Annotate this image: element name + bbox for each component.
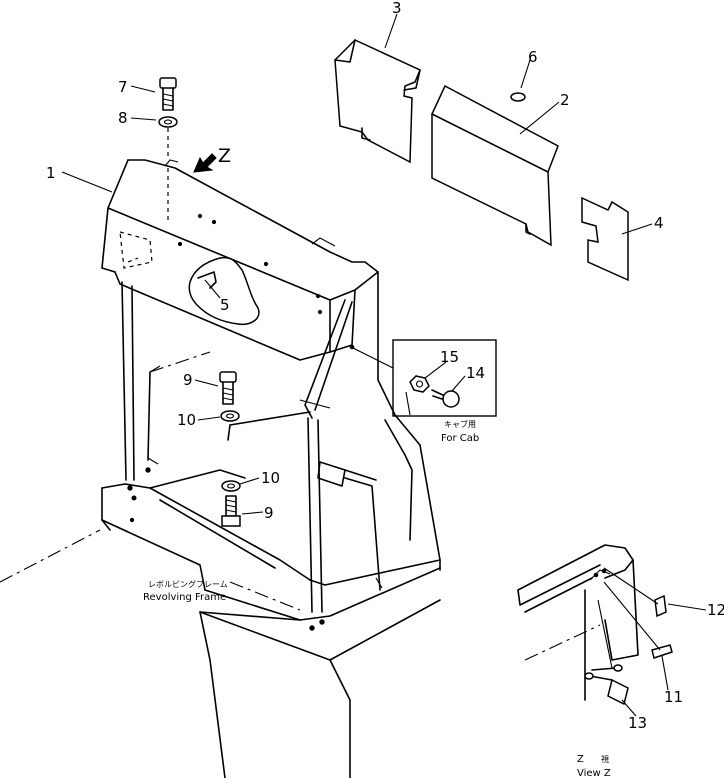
for-cab-label-jp: キャブ用 [444, 419, 476, 429]
part-number-5: 5 [220, 296, 230, 314]
bolt-9-lower [221, 495, 241, 527]
washer-8 [158, 116, 178, 128]
part-number-9-lower: 9 [264, 504, 274, 522]
revolving-frame-label-en: Revolving Frame [143, 592, 226, 603]
view-z-label-en: View Z [577, 768, 611, 778]
revolving-frame-label-jp: レボルビングフレーム [148, 579, 228, 589]
washer-10-upper [220, 410, 240, 422]
cover-3 [334, 39, 421, 164]
view-z-label-jp-letter: Z [577, 754, 584, 765]
part-number-3: 3 [392, 0, 402, 17]
part-number-1: 1 [46, 164, 56, 182]
view-arrow-label: Z [218, 145, 231, 167]
part-number-10-upper: 10 [177, 411, 196, 429]
part-number-12: 12 [707, 601, 724, 619]
part-number-8: 8 [118, 109, 128, 127]
view-z-detail [517, 544, 673, 706]
plate-5 [188, 256, 260, 326]
view-z-label-jp-kanji: 視 [601, 755, 609, 764]
for-cab-label-en: For Cab [441, 433, 479, 444]
part-number-14: 14 [466, 364, 485, 382]
part-number-6: 6 [528, 48, 538, 66]
part-number-15: 15 [440, 348, 459, 366]
decal-6 [510, 92, 526, 102]
part-number-2: 2 [560, 91, 570, 109]
washer-10-lower [221, 480, 241, 492]
part-number-13: 13 [628, 714, 647, 732]
leader-lines [61, 13, 707, 717]
part-number-10-lower: 10 [261, 469, 280, 487]
part-number-7: 7 [118, 78, 128, 96]
part-numbers: 1 2 3 4 5 6 7 8 9 10 10 9 11 12 13 14 15 [46, 0, 724, 732]
part-number-11: 11 [664, 688, 683, 706]
bolt-9-upper [219, 371, 237, 405]
part-number-9-upper: 9 [183, 371, 193, 389]
support-frame [101, 159, 396, 613]
part-number-4: 4 [654, 214, 664, 232]
revolving-frame [0, 414, 441, 778]
view-z-arrow [193, 153, 217, 173]
plate-4 [581, 196, 629, 282]
cover-2 [431, 84, 559, 247]
bolt-7 [159, 77, 177, 111]
for-cab-inset [352, 339, 497, 417]
